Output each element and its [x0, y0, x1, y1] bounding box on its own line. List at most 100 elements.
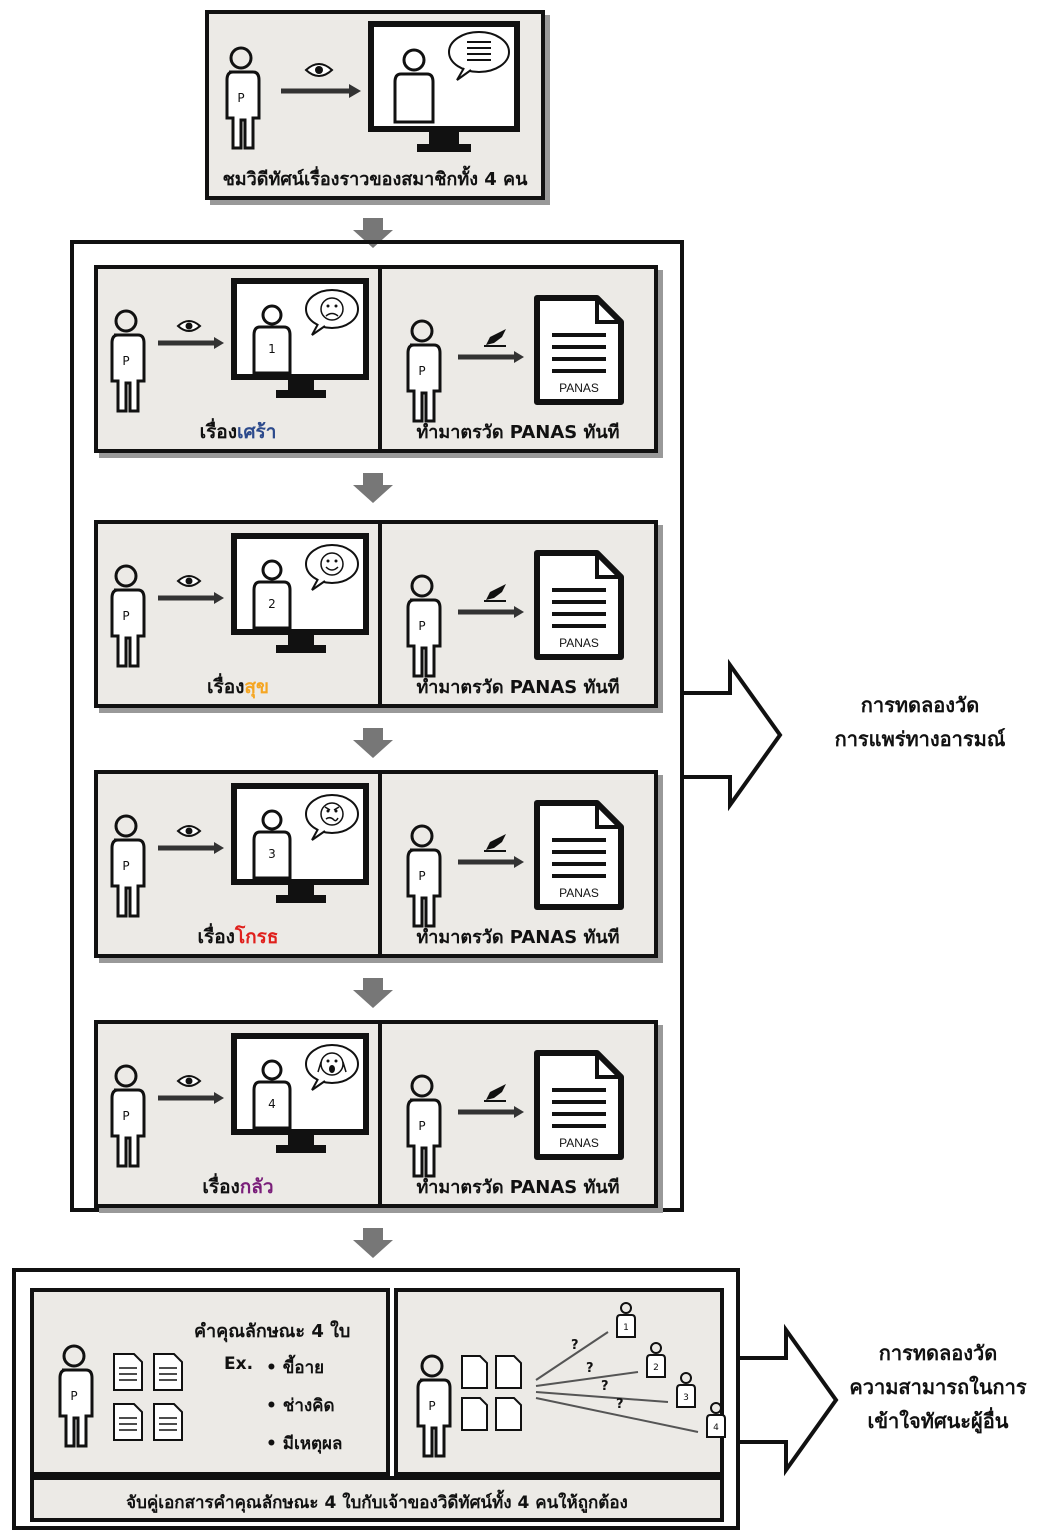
measure-panel: P PANAS ทำมาตรวัด PANAS ทันที	[378, 1020, 658, 1208]
side-line-2: ความสามารถในการ	[849, 1375, 1027, 1399]
match-arrow	[535, 1391, 669, 1403]
matching-caption-bar: จับคู่เอกสารคำคุณลักษณะ 4 ใบกับเจ้าของวิ…	[30, 1476, 724, 1522]
panas-sheet-label: PANAS	[559, 1136, 599, 1150]
writing-hand-icon	[484, 834, 506, 852]
arrow-icon	[458, 351, 524, 363]
svg-text:4: 4	[713, 1423, 719, 1433]
measure-panel: P PANAS ทำมาตรวัด PANAS ทันที	[378, 770, 658, 958]
member-icon: 1	[616, 1302, 636, 1338]
svg-text:1: 1	[623, 1323, 629, 1333]
monitor-icon: 2	[231, 533, 369, 653]
member-icon: 3	[676, 1372, 696, 1408]
story-label: เรื่องเศร้า	[98, 417, 378, 447]
participant-icon: P	[110, 564, 146, 668]
story-label: เรื่องโกรธ	[98, 922, 378, 952]
monitor-icon: 4	[231, 1033, 369, 1153]
arrow-icon	[458, 1106, 524, 1118]
member-icon: 2	[646, 1342, 666, 1378]
down-arrow-icon	[353, 978, 393, 1008]
arrow-icon	[281, 84, 361, 98]
writing-hand-icon	[484, 329, 506, 347]
story-emotion: โกรธ	[234, 926, 279, 948]
story-emotion: เศร้า	[236, 421, 277, 443]
member-icon: 4	[706, 1402, 726, 1438]
member-number: 2	[268, 597, 276, 611]
down-arrow-icon	[353, 1228, 393, 1258]
svg-text:P: P	[122, 609, 129, 623]
trait-cards-icon	[461, 1355, 522, 1431]
panas-document-icon: PANAS	[534, 800, 624, 910]
svg-text:P: P	[122, 354, 129, 368]
arrow-icon	[158, 1092, 224, 1104]
side-line-3: เข้าใจทัศนะผู้อื่น	[867, 1409, 1009, 1433]
story-label: เรื่องกลัว	[98, 1172, 378, 1202]
story-panel: P 2 เรื่องสุข	[94, 520, 382, 708]
svg-text:P: P	[122, 1109, 129, 1123]
arrow-icon	[158, 337, 224, 349]
scared-face-icon	[317, 1052, 347, 1076]
trait-cards-icon	[113, 1353, 183, 1441]
svg-text:P: P	[70, 1389, 77, 1403]
traits-ex: Ex.	[224, 1354, 254, 1374]
member-number: 1	[268, 342, 276, 356]
svg-text:P: P	[237, 91, 244, 105]
participant-icon: P	[416, 1354, 452, 1458]
svg-text:P: P	[418, 364, 425, 378]
svg-text:P: P	[122, 859, 129, 873]
traits-title: คำคุณลักษณะ 4 ใบ	[194, 1321, 351, 1342]
eye-icon	[304, 63, 334, 77]
story-prefix: เรื่อง	[197, 926, 235, 948]
matching-arrows: ? 1 ? 2 ? 3 ? 4	[535, 1302, 726, 1438]
story-panel: P 4 เรื่องกลัว	[94, 1020, 382, 1208]
match-arrow	[535, 1397, 699, 1433]
intro-caption: ชมวิดีทัศน์เรื่องราวของสมาชิกทั้ง 4 คน	[222, 169, 528, 190]
monitor-icon: 1	[231, 278, 369, 398]
story-panel: P 1 เรื่องเศร้า	[94, 265, 382, 453]
eye-icon	[176, 825, 202, 837]
participant-icon: P	[110, 309, 146, 413]
story-emotion: สุข	[244, 676, 269, 698]
side-line-1: การทดลองวัด	[860, 693, 980, 717]
arrow-icon	[158, 592, 224, 604]
participant-icon: P	[58, 1344, 94, 1448]
side-line-1: การทดลองวัด	[878, 1341, 998, 1365]
story-prefix: เรื่อง	[207, 676, 245, 698]
participant-icon: P	[406, 1074, 442, 1178]
happy-face-icon	[320, 552, 344, 576]
participant-icon: P	[110, 814, 146, 918]
eye-icon	[176, 575, 202, 587]
match-arrow	[535, 1331, 609, 1381]
measure-label: ทำมาตรวัด PANAS ทันที	[416, 677, 620, 698]
svg-text:P: P	[418, 1119, 425, 1133]
down-arrow-icon	[353, 218, 393, 248]
eye-icon	[176, 320, 202, 332]
measure-label: ทำมาตรวัด PANAS ทันที	[416, 1177, 620, 1198]
match-arrow	[535, 1371, 639, 1387]
measure-label: ทำมาตรวัด PANAS ทันที	[416, 422, 620, 443]
story-prefix: เรื่อง	[199, 421, 237, 443]
question-mark: ?	[571, 1338, 579, 1353]
panas-document-icon: PANAS	[534, 295, 624, 405]
question-mark: ?	[586, 1361, 594, 1376]
panas-sheet-label: PANAS	[559, 381, 599, 395]
member-number: 3	[268, 847, 276, 861]
participant-icon: P	[225, 46, 261, 150]
side-label-perspective: การทดลองวัด ความสามารถในการ เข้าใจทัศนะผ…	[822, 1336, 1054, 1438]
matching-panel: P ? 1 ? 2 ? 3 ? 4	[394, 1288, 726, 1476]
traits-panel: P คำคุณลักษณะ 4 ใบ Ex. • ขี้อาย • ช่างคิ…	[30, 1288, 390, 1476]
member-number: 4	[268, 1097, 276, 1111]
writing-hand-icon	[484, 1084, 506, 1102]
side-label-contagion: การทดลองวัด การแพร่ทางอารมณ์	[800, 688, 1040, 756]
eye-icon	[176, 1075, 202, 1087]
svg-text:3: 3	[683, 1393, 689, 1403]
big-right-arrow-icon	[736, 1323, 839, 1477]
panas-sheet-label: PANAS	[559, 886, 599, 900]
arrow-icon	[458, 606, 524, 618]
big-right-arrow-icon	[680, 658, 783, 812]
down-arrow-icon	[353, 473, 393, 503]
monitor-icon	[368, 21, 520, 152]
side-line-2: การแพร่ทางอารมณ์	[834, 727, 1006, 751]
svg-text:P: P	[418, 619, 425, 633]
story-label: เรื่องสุข	[98, 672, 378, 702]
traits-bullet-2: • ช่างคิด	[266, 1396, 335, 1416]
